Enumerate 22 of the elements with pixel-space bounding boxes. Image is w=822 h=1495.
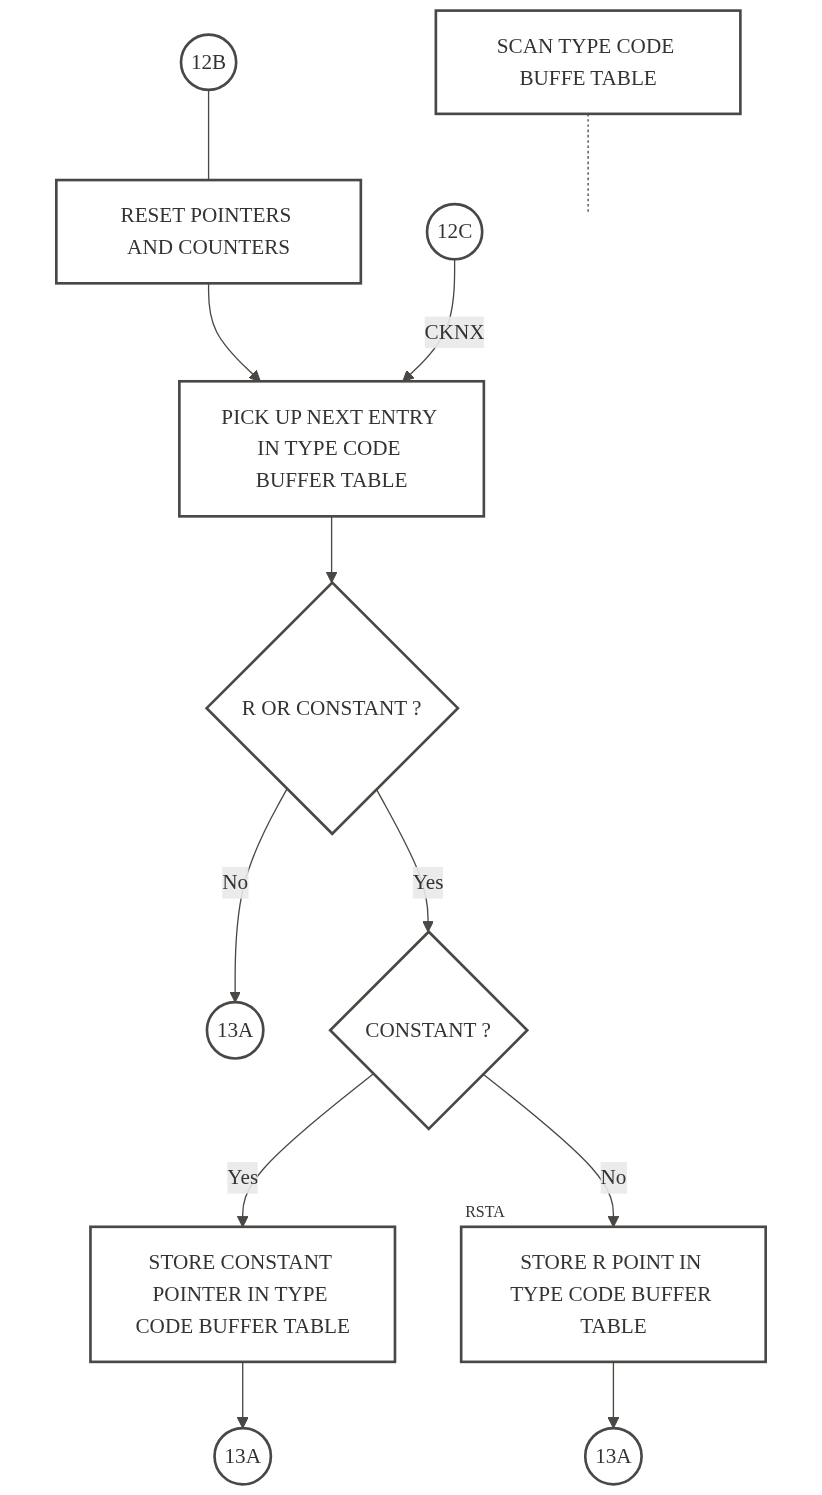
node-box: STORE CONSTANT POINTER IN TYPE CODE BUFFER TABLE (89, 1225, 397, 1364)
entry-point-label: RSTA (465, 1202, 505, 1221)
connector (587, 113, 589, 213)
node-diamond: R OR CONSTANT ? (204, 580, 460, 836)
edge-label: No (222, 870, 249, 894)
node-box: STORE R POINT IN TYPE CODE BUFFER TABLE (459, 1225, 767, 1364)
connector (207, 89, 210, 181)
node-circle: 12C (425, 202, 484, 261)
edge-label: Yes (227, 1165, 259, 1189)
node-circle: 13A (583, 1426, 643, 1486)
node-circle: 13A (205, 1000, 265, 1060)
arrow (236, 1361, 249, 1429)
arrow (607, 1361, 620, 1429)
node-diamond: CONSTANT ? (328, 929, 530, 1131)
node-circle: 12B (179, 33, 238, 92)
edge-label: No (600, 1165, 627, 1189)
node-box: RESET POINTERS AND COUNTERS (55, 178, 363, 285)
edge-label: Yes (412, 870, 444, 894)
node-box: SCAN TYPE CODE BUFFE TABLE (434, 9, 742, 116)
node-box: PICK UP NEXT ENTRY IN TYPE CODE BUFFER TABLE (178, 379, 486, 518)
node-circle: 13A (213, 1426, 273, 1486)
edge-label: CKNX (424, 320, 485, 343)
